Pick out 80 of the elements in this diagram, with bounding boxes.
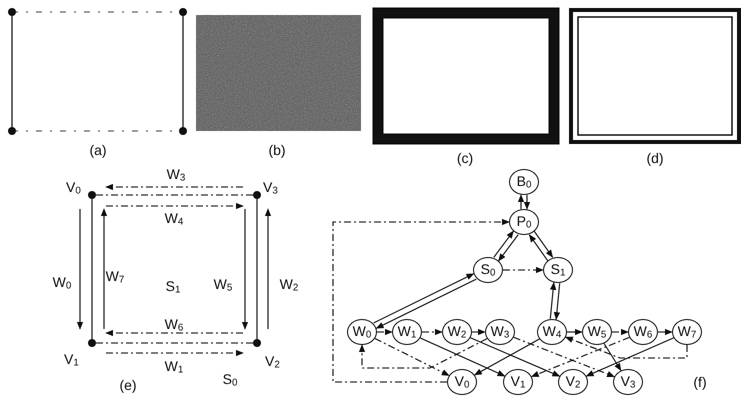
panel-caption: (e) — [119, 378, 137, 392]
edge-label: W$_{4}$ — [164, 210, 184, 228]
arrow — [604, 343, 622, 372]
vertex-label: V$_{1}$ — [64, 352, 79, 368]
arrow — [518, 194, 524, 209]
vertex-dot — [253, 339, 261, 347]
arrow — [534, 230, 554, 258]
state-circle: W$_{3}$ — [485, 319, 515, 345]
arrow — [100, 208, 108, 329]
panel-caption: (f) — [693, 375, 707, 389]
arrow — [373, 273, 474, 324]
arrow — [242, 209, 248, 330]
vertex-dot — [88, 191, 96, 199]
arrow — [105, 330, 243, 336]
arrow — [76, 209, 84, 330]
arrow — [658, 328, 673, 336]
arrow — [586, 337, 674, 377]
arrow — [493, 230, 514, 258]
arrow — [470, 337, 560, 377]
arrow — [550, 282, 556, 319]
state-circle: V$_{0}$ — [447, 369, 477, 395]
edge-label: W$_{3}$ — [166, 166, 186, 184]
panel-caption: (b) — [268, 143, 286, 157]
vertex-label: V$_{0}$ — [66, 180, 81, 196]
arrow — [528, 234, 548, 262]
edge-label: W$_{7}$ — [106, 268, 124, 286]
arrow — [105, 184, 243, 190]
panel-caption: (a) — [89, 143, 107, 157]
connector-line — [96, 194, 253, 196]
arrow — [264, 208, 272, 329]
arrow — [376, 278, 477, 329]
region-label: S$_{0}$ — [222, 372, 238, 388]
arrow — [524, 195, 530, 210]
arrow — [503, 266, 544, 274]
arrow — [332, 218, 510, 383]
arrow — [530, 336, 630, 378]
arrow — [564, 336, 688, 359]
connector-line — [96, 342, 253, 344]
state-circle: W$_{0}$ — [347, 319, 377, 345]
arrow — [106, 350, 244, 356]
vertex-label: V$_{2}$ — [265, 354, 280, 370]
arrow — [420, 338, 506, 376]
vertex-dot — [253, 191, 261, 199]
state-circle: W$_{2}$ — [442, 319, 472, 345]
panel-caption: (c) — [456, 151, 474, 165]
edge-label: W$_{6}$ — [164, 316, 184, 334]
state-circle: V$_{1}$ — [503, 369, 533, 395]
arrow — [422, 328, 443, 336]
arrow — [472, 328, 486, 336]
edge-label: W$_{5}$ — [214, 276, 232, 294]
vertex-dot — [88, 339, 96, 347]
connector-line — [91, 199, 93, 339]
arrow — [498, 234, 519, 262]
state-circle: W$_{5}$ — [582, 319, 612, 345]
state-circle: S$_{1}$ — [543, 257, 573, 283]
edge-label: W$_{0}$ — [52, 274, 72, 292]
state-circle: W$_{6}$ — [628, 319, 658, 345]
arrow — [612, 328, 629, 336]
state-circle: V$_{3}$ — [613, 369, 643, 395]
arrow — [474, 338, 540, 376]
state-circle: P$_{0}$ — [509, 209, 539, 235]
arrow — [106, 202, 244, 210]
state-circle: W$_{1}$ — [392, 319, 422, 345]
state-circle: B$_{0}$ — [509, 169, 539, 195]
arrow — [554, 283, 560, 320]
arrow — [374, 338, 450, 376]
arrow — [377, 328, 393, 336]
state-circle: W$_{4}$ — [537, 319, 567, 345]
arrow — [567, 328, 583, 336]
region-label: S$_{1}$ — [166, 278, 180, 296]
state-circle: V$_{2}$ — [558, 369, 588, 395]
edge-label: W$_{2}$ — [280, 276, 298, 294]
state-circle: W$_{7}$ — [672, 319, 702, 345]
edge-label: W$_{1}$ — [164, 358, 184, 376]
panel-caption: (d) — [646, 151, 664, 165]
arrow — [358, 338, 488, 369]
connector-line — [256, 199, 258, 339]
arrow — [514, 336, 616, 378]
vertex-label: V$_{3}$ — [263, 180, 278, 196]
state-circle: S$_{0}$ — [473, 257, 503, 283]
